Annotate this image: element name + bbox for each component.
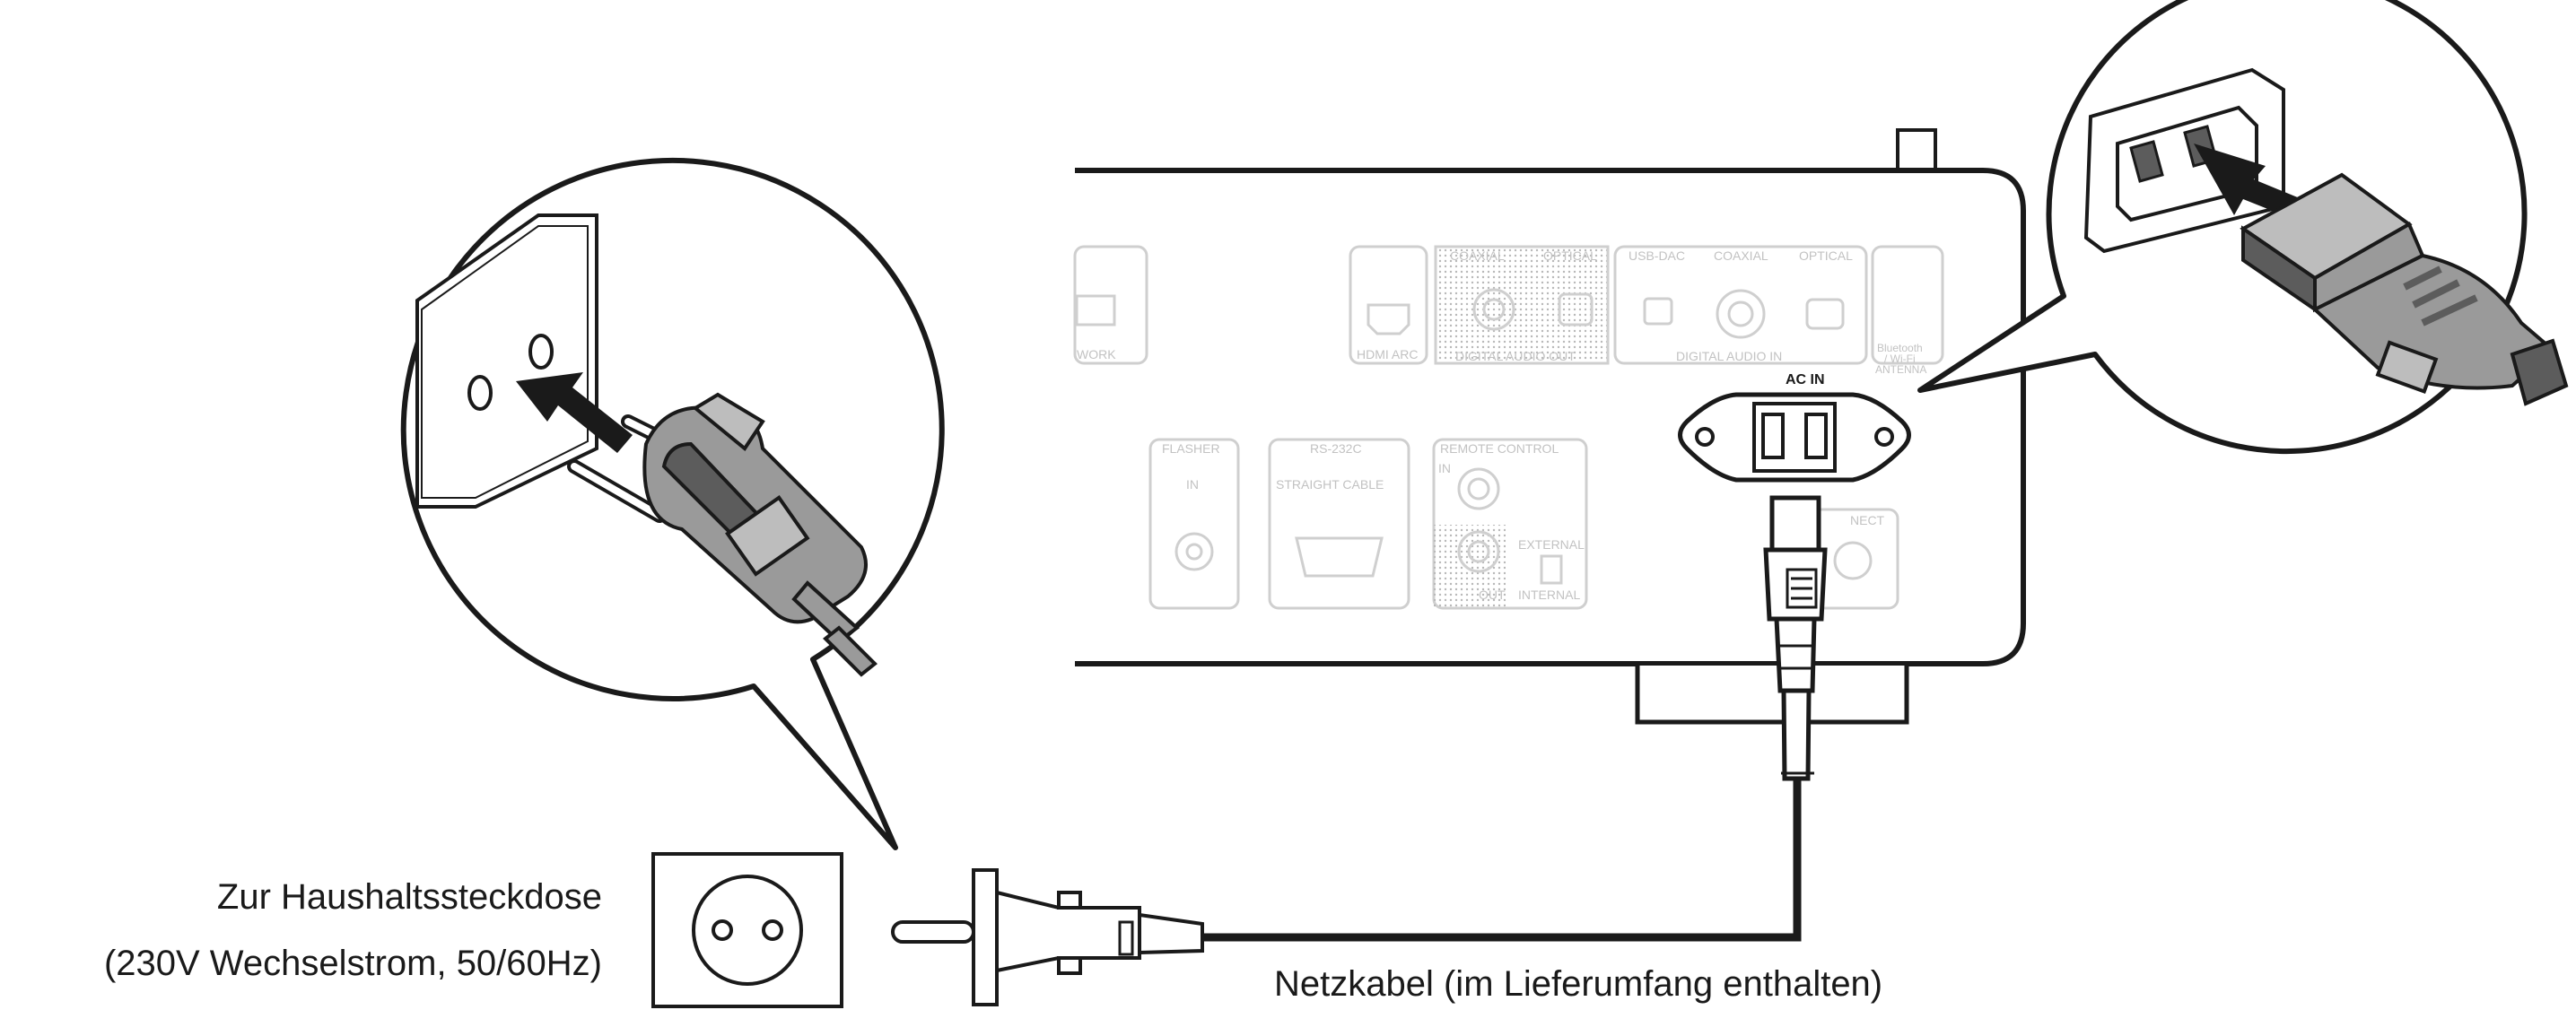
label-coaxial-in: COAXIAL bbox=[1714, 248, 1768, 263]
ac-in-inlet: AC IN bbox=[1678, 372, 1911, 483]
wall-outlet bbox=[651, 852, 843, 1008]
outlet-spec-label: (230V Wechselstrom, 50/60Hz) bbox=[103, 944, 602, 983]
label-rs232c: RS-232C bbox=[1310, 441, 1362, 456]
label-usb-dac: USB-DAC bbox=[1629, 248, 1685, 263]
label-external: EXTERNAL bbox=[1518, 537, 1585, 552]
iec-connector bbox=[1763, 495, 1828, 781]
iec-plug-3d bbox=[2240, 172, 2569, 406]
label-hdmi: HDMI ARC bbox=[1357, 347, 1418, 361]
label-network: WORK bbox=[1077, 347, 1116, 361]
label-flasher-in: IN bbox=[1186, 477, 1199, 492]
cable-label: Netzkabel (im Lieferumfang enthalten) bbox=[1274, 964, 1883, 1004]
label-flasher: FLASHER bbox=[1162, 441, 1220, 456]
schuko-plug bbox=[891, 868, 1204, 1006]
label-antenna-1: Bluetooth bbox=[1877, 342, 1923, 354]
power-cord bbox=[1202, 779, 1802, 942]
label-straight-cable: STRAIGHT CABLE bbox=[1276, 477, 1384, 492]
socket-plate bbox=[415, 213, 598, 509]
label-connect: NECT bbox=[1850, 513, 1885, 527]
label-remote-control: REMOTE CONTROL bbox=[1440, 441, 1559, 456]
label-optical-out: OPTICAL bbox=[1543, 248, 1597, 263]
label-coaxial-out: COAXIAL bbox=[1450, 248, 1505, 263]
outlet-title-label: Zur Haushaltssteckdose bbox=[216, 877, 602, 917]
label-digital-audio-in: DIGITAL AUDIO IN bbox=[1676, 349, 1782, 363]
chassis-foot bbox=[1635, 666, 1909, 725]
label-digital-audio-out: DIGITAL AUDIO OUT bbox=[1455, 349, 1576, 363]
label-antenna-2: / Wi-Fi bbox=[1884, 353, 1916, 365]
callout-wall-socket bbox=[400, 157, 945, 850]
label-rc-in: IN bbox=[1438, 461, 1451, 475]
plug-3d bbox=[567, 392, 878, 677]
label-rc-out: OUT bbox=[1479, 588, 1506, 602]
insert-arrow-icon bbox=[516, 372, 633, 453]
label-ac-in: AC IN bbox=[1786, 372, 1825, 387]
faded-labels: WORK HDMI ARC COAXIAL OPTICAL DIGITAL AU… bbox=[1077, 248, 1926, 602]
faded-terminals bbox=[1073, 245, 1944, 610]
label-optical-in: OPTICAL bbox=[1799, 248, 1853, 263]
callout-ac-inlet bbox=[1917, 0, 2569, 455]
label-antenna-3: ANTENNA bbox=[1875, 363, 1926, 376]
device-rear-panel: WORK HDMI ARC COAXIAL OPTICAL DIGITAL AU… bbox=[1073, 128, 2026, 781]
label-internal: INTERNAL bbox=[1518, 588, 1580, 602]
